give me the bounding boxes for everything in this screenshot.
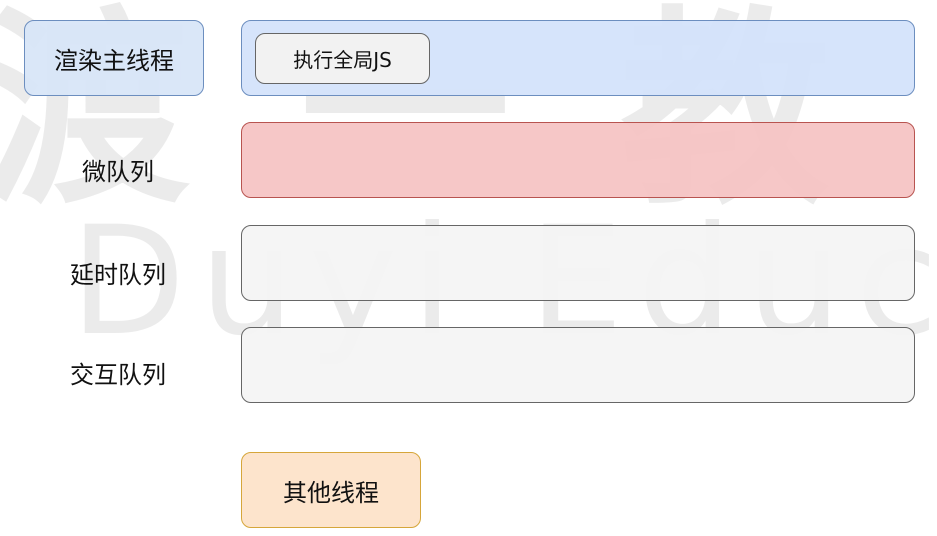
interaction-queue-label: 交互队列 xyxy=(70,361,166,389)
task-execute-global-js-label: 执行全局JS xyxy=(293,48,392,72)
delay-queue-label: 延时队列 xyxy=(70,261,166,289)
microtask-queue-lane xyxy=(241,122,915,198)
render-main-thread-box: 渲染主线程 xyxy=(24,20,204,96)
render-main-thread-label: 渲染主线程 xyxy=(54,46,174,75)
other-threads-label: 其他线程 xyxy=(283,478,379,507)
microtask-queue-label: 微队列 xyxy=(82,158,154,186)
task-execute-global-js: 执行全局JS xyxy=(255,33,430,84)
delay-queue-lane xyxy=(241,225,915,301)
other-threads-box: 其他线程 xyxy=(241,452,421,528)
interaction-queue-lane xyxy=(241,327,915,403)
